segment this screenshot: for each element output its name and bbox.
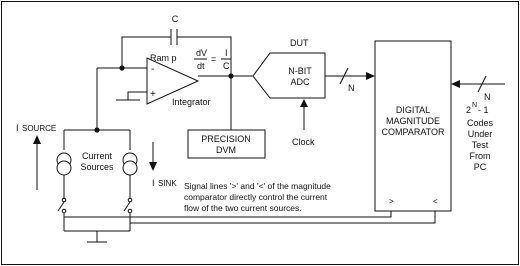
- note-line-2: comparator directly control the current: [184, 192, 328, 202]
- switch-right: [123, 197, 133, 231]
- codes-label-2: Under: [468, 129, 493, 139]
- comp-label-1: DIGITAL: [396, 105, 430, 115]
- gt-output-label: >: [389, 197, 394, 206]
- c-den-label: C: [223, 61, 230, 71]
- nbit-adc: DUT N-BIT ADC: [252, 38, 326, 99]
- n-pc-label: N: [484, 92, 491, 102]
- plus-sign: +: [150, 89, 156, 100]
- codes-label-5: PC: [474, 162, 487, 172]
- dut-label: DUT: [290, 38, 309, 48]
- isource-i: I: [16, 123, 19, 133]
- isink-i: I: [152, 178, 155, 188]
- isink-arrow: I SINK: [149, 142, 177, 188]
- i-num-label: I: [225, 48, 228, 58]
- isource-arrow: I SOURCE: [16, 123, 56, 190]
- clock-input: Clock: [292, 99, 315, 147]
- codes-label-3: Test: [472, 140, 489, 150]
- lt-output-label: <: [433, 197, 438, 206]
- dv-label: dV: [196, 48, 207, 58]
- gt-control-line: [64, 211, 392, 218]
- ramp-label: Ram p: [150, 53, 177, 63]
- op-amp: - + Integrator: [146, 57, 211, 107]
- current-source-left: [56, 152, 72, 198]
- current-source-right: [122, 152, 138, 198]
- dvm-label-2: DVM: [216, 145, 236, 155]
- dvm-label-1: PRECISION: [201, 134, 251, 144]
- comp-label-3: COMPARATOR: [381, 127, 445, 137]
- pow-base: 2: [466, 105, 471, 115]
- lt-control-line: [130, 211, 436, 224]
- note-line-1: Signal lines '>' and '<' of the magnitud…: [184, 181, 331, 191]
- integrator-label: Integrator: [172, 97, 211, 107]
- isource-sub: SOURCE: [22, 124, 56, 133]
- feedback-capacitor: C: [121, 14, 232, 76]
- pow-minus: - 1: [478, 105, 489, 115]
- n-adc-label: N: [348, 83, 355, 93]
- current-sources-label-2: Sources: [80, 162, 114, 172]
- switch-left: [57, 197, 67, 231]
- isink-sub: SINK: [158, 179, 177, 188]
- ramp-equation: Ram p dV dt = I C: [150, 48, 231, 71]
- capacitor-label: C: [172, 14, 179, 24]
- adc-output-bus: N: [325, 67, 375, 93]
- note-line-3: flow of the two current sources.: [184, 203, 302, 213]
- current-sources-label-1: Current: [82, 151, 113, 161]
- pow-exp: N: [472, 102, 477, 109]
- codes-label-4: From: [470, 151, 491, 161]
- comp-label-2: MAGNITUDE: [386, 116, 440, 126]
- minus-sign: -: [151, 64, 154, 75]
- adc-label-2: ADC: [290, 77, 310, 87]
- adc-label-1: N-BIT: [288, 66, 312, 76]
- precision-dvm: PRECISION DVM: [187, 129, 266, 159]
- codes-label-1: Codes: [467, 118, 494, 128]
- equals-label: =: [211, 54, 216, 64]
- clock-label: Clock: [292, 137, 315, 147]
- control-note: Signal lines '>' and '<' of the magnitud…: [184, 181, 331, 213]
- dt-label: dt: [197, 61, 205, 71]
- magnitude-comparator: DIGITAL MAGNITUDE COMPARATOR > <: [374, 40, 452, 212]
- pc-input-bus: N 2 N - 1 Codes Under Test From PC: [451, 75, 505, 172]
